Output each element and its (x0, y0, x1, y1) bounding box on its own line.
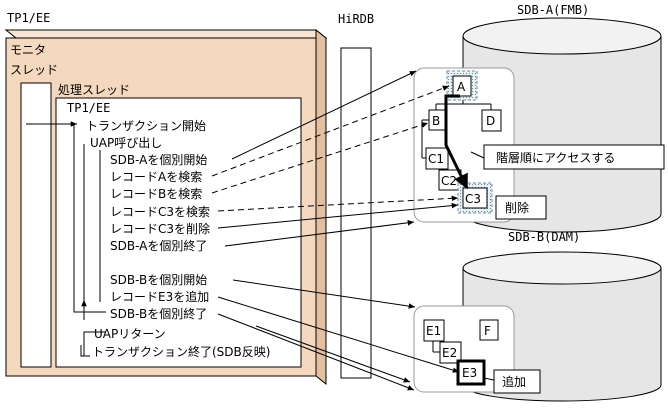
transaction-steps: トランザクション開始 UAP呼び出し SDB-Aを個別開始 レコードAを検索 レ… (86, 119, 270, 359)
add-callout-leader (483, 377, 495, 381)
record-f-box (479, 319, 499, 341)
record-d-label: D (486, 114, 495, 128)
arrow-sdb-a-start (231, 70, 417, 160)
record-a-label: A (457, 80, 466, 94)
record-e1-label: E1 (426, 324, 441, 338)
record-a-box (452, 75, 472, 97)
step-label: トランザクション開始 (86, 119, 206, 133)
inner-tp1-title: TP1/EE (67, 101, 110, 115)
step-label: レコードC3を削除 (110, 221, 210, 236)
sdb-a-label: SDB-A(FMB) (517, 3, 589, 17)
tp1-title: TP1/EE (7, 11, 50, 25)
arrow-search-a (211, 85, 450, 177)
sdb-b-tree-lines (432, 341, 440, 353)
record-e2-label: E2 (442, 346, 457, 360)
step-label: SDB-Aを個別開始 (110, 153, 207, 167)
record-d-box (481, 109, 502, 132)
arrow-commit (255, 325, 411, 383)
hirdb-label: HiRDB (338, 12, 374, 26)
step-label: SDB-Bを個別開始 (110, 273, 207, 287)
record-c1-label: C1 (428, 152, 444, 166)
arrow-delete-c3 (217, 202, 459, 229)
add-callout-text: 追加 (502, 374, 526, 389)
arrow-sdb-b-start (232, 279, 416, 309)
step-label: レコードBを検索 (110, 187, 202, 201)
sdb-b-label: SDB-B(DAM) (508, 230, 580, 244)
record-c3-label: C3 (465, 192, 481, 206)
record-e2-box (439, 341, 462, 364)
arrow-sdb-a-end (224, 220, 415, 247)
hierarchical-access-path (444, 94, 469, 190)
process-thread-label: 処理スレッド (58, 83, 130, 97)
arrow-search-b (211, 122, 429, 194)
arrow-search-c3 (217, 195, 459, 212)
record-e1-box (423, 319, 445, 342)
step-label: トランザクション終了(SDB反映) (92, 344, 270, 359)
access-callout-leader (470, 151, 485, 159)
record-c2-label: C2 (441, 174, 457, 188)
add-callout-box (493, 369, 541, 394)
record-c3-box (462, 187, 488, 209)
process-thread-box (55, 97, 302, 368)
record-f-label: F (484, 324, 491, 338)
call-flow-lines (26, 121, 106, 357)
access-callout-box (483, 144, 665, 170)
delete-callout-text: 削除 (505, 200, 529, 215)
step-label: SDB-Aを個別終了 (110, 238, 207, 253)
step-label: UAP呼び出し (90, 136, 162, 150)
delete-callout-box (495, 195, 547, 220)
step-label: レコードC3を検索 (110, 205, 210, 219)
step-label: レコードAを検索 (110, 170, 202, 184)
step-label: SDB-Bを個別終了 (110, 306, 207, 321)
access-callout-text: 階層順にアクセスする (496, 150, 615, 165)
arrow-add-e3 (217, 296, 460, 373)
record-c1-box (425, 147, 449, 170)
record-e3-label: E3 (462, 366, 477, 380)
request-arrows (211, 70, 460, 391)
arrow-sdb-b-end (217, 313, 415, 391)
monitor-thread-label-2: スレッド (10, 63, 58, 77)
hirdb-bar (340, 47, 372, 379)
step-label: レコードE3を追加 (110, 289, 209, 304)
step-label: UAPリターン (94, 327, 166, 341)
monitor-thread-bar (20, 82, 52, 368)
monitor-thread-label-1: モニタ (10, 43, 46, 57)
record-b-label: B (432, 114, 440, 128)
